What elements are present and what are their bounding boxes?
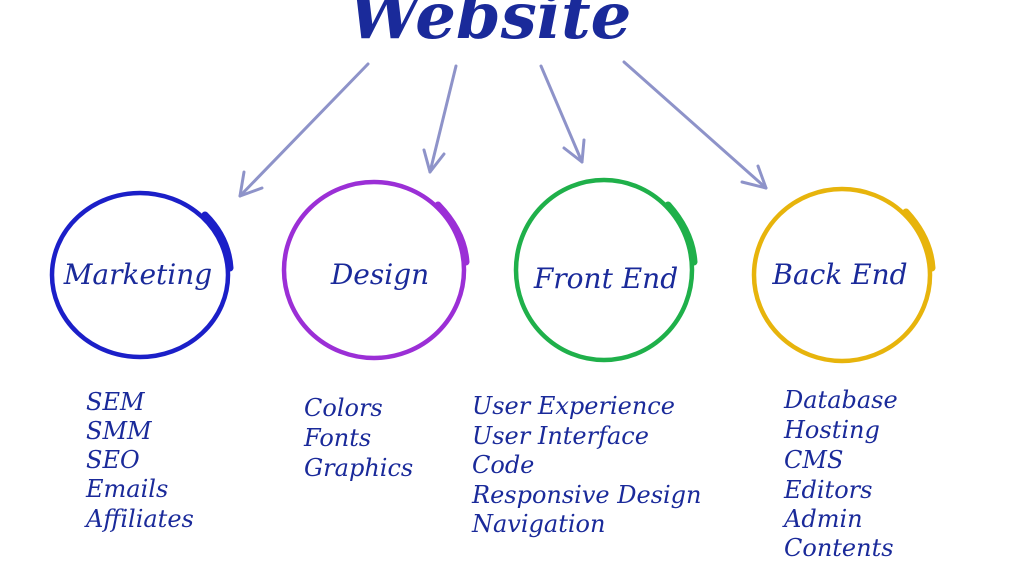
list-marketing: SEM SMM SEO Emails Affiliates [84,388,194,533]
list-item: Responsive Design [471,481,702,509]
node-label-back-end: Back End [771,258,907,291]
node-label-design: Design [330,258,429,291]
list-item: Fonts [303,424,371,452]
arrow-to-design [422,64,458,174]
list-item: Database [783,386,898,414]
circle-marketing [49,190,231,360]
list-back-end: Database Hosting CMS Editors Admin Conte… [782,386,898,562]
list-item: SEM [86,388,146,416]
arrow-to-marketing [238,62,370,198]
list-item: User Experience [472,392,675,420]
arrow-to-back-end [622,60,768,190]
list-item: Code [472,451,534,479]
node-front-end: Front End [513,177,698,363]
list-item: User Interface [472,422,649,450]
arrows [238,60,768,198]
list-item: Navigation [471,510,605,538]
circle-tail-design [434,201,470,266]
circle-front-end [513,177,695,363]
node-marketing: Marketing [49,190,234,360]
circle-tail-marketing [201,211,234,272]
list-item: CMS [784,446,843,474]
node-label-front-end: Front End [533,262,678,295]
list-design: Colors Fonts Graphics [303,394,413,482]
circle-tail-back-end [902,208,936,272]
node-label-marketing: Marketing [63,258,212,291]
list-item: Contents [784,534,894,562]
circle-design [281,179,467,361]
list-item: Hosting [783,416,880,444]
circle-tail-front-end [664,201,698,266]
node-design: Design [281,179,470,361]
arrow-to-front-end [539,64,586,164]
list-item: SMM [86,417,153,445]
list-item: Admin [782,505,863,533]
list-item: Graphics [304,454,413,482]
diagram-title: Website [349,0,632,54]
node-back-end: Back End [751,186,936,364]
list-item: Emails [85,475,168,503]
list-front-end: User Experience User Interface Code Resp… [471,392,702,538]
list-item: SEO [86,446,140,474]
list-item: Affiliates [84,505,194,533]
circle-back-end [751,186,933,364]
list-item: Editors [783,476,872,504]
list-item: Colors [304,394,383,422]
